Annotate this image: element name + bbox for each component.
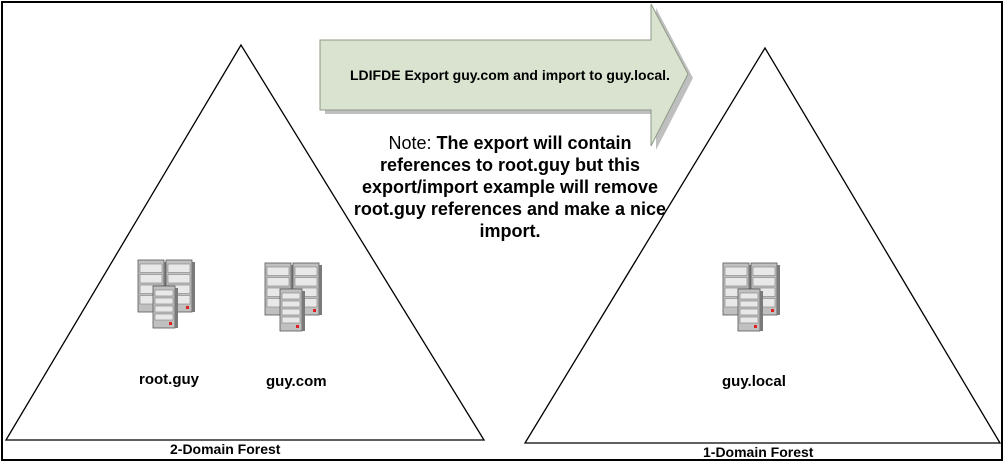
forest-label-left: 2-Domain Forest xyxy=(170,441,281,457)
server-cluster-icon xyxy=(135,258,195,335)
note-prefix: Note: xyxy=(388,133,432,153)
domain-label-guy-local: guy.local xyxy=(722,373,786,390)
note-body: The export will contain references to ro… xyxy=(353,133,667,241)
arrow-label: LDIFDE Export guy.com and import to guy.… xyxy=(350,67,670,83)
server-cluster-icon xyxy=(262,261,322,338)
arrow-right-icon xyxy=(319,3,689,147)
domain-label-guy-com: guy.com xyxy=(266,373,327,390)
domain-label-root-guy: root.guy xyxy=(139,371,199,388)
forest-triangle-left xyxy=(4,43,486,441)
forest-label-right: 1-Domain Forest xyxy=(703,444,814,460)
note-text: Note: The export will contain references… xyxy=(345,132,675,242)
server-cluster-icon xyxy=(720,261,780,338)
forest-triangle-right xyxy=(523,46,1002,444)
